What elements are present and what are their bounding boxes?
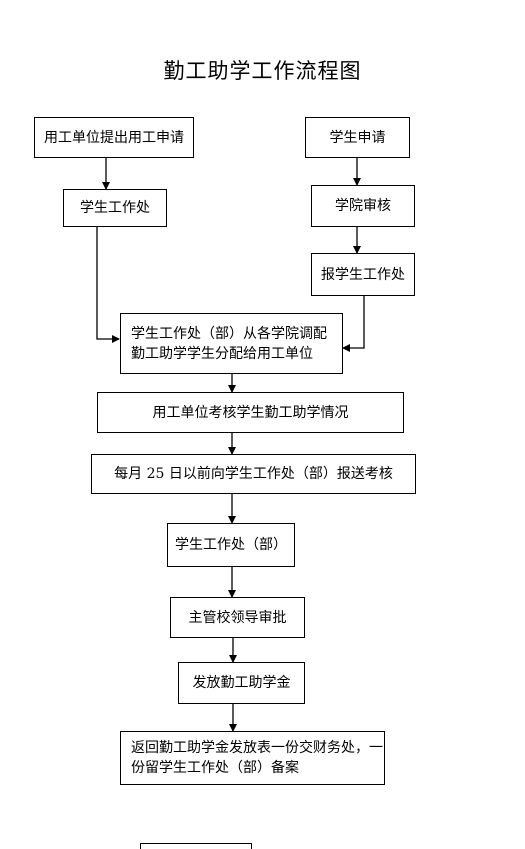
node-label-line1: 学生工作处（部）从各学院调配 bbox=[131, 325, 327, 342]
node-report-office: 报学生工作处 bbox=[311, 253, 415, 296]
node-monthly-report: 每月 25 日以前向学生工作处（部）报送考核 bbox=[91, 454, 416, 494]
node-student-office-2: 学生工作处（部） bbox=[167, 523, 295, 567]
diagram-title: 勤工助学工作流程图 bbox=[163, 59, 362, 83]
node-label: 每月 25 日以前向学生工作处（部）报送考核 bbox=[114, 466, 393, 482]
node-label: 发放勤工助学金 bbox=[192, 675, 291, 691]
node-issue-funds: 发放勤工助学金 bbox=[178, 662, 305, 704]
arrow-report-to-allocate bbox=[342, 296, 365, 352]
node-employer-assess: 用工单位考核学生勤工助学情况 bbox=[97, 392, 404, 433]
node-student-apply: 学生申请 bbox=[305, 117, 410, 158]
node-student-office-1: 学生工作处 bbox=[63, 189, 167, 227]
node-label: 学生工作处（部） bbox=[175, 537, 287, 553]
node-return-form: 返回勤工助学金发放表一份交财务处，一 份留学生工作处（部）备案 bbox=[120, 731, 385, 785]
page-footer-box-edge bbox=[140, 843, 252, 849]
node-leader-approve: 主管校领导审批 bbox=[170, 597, 305, 638]
node-label-line2: 勤工助学学生分配给用工单位 bbox=[131, 345, 313, 362]
node-label-line1: 返回勤工助学金发放表一份交财务处，一 bbox=[131, 740, 383, 756]
node-label: 学生申请 bbox=[329, 129, 386, 146]
node-label-line2: 份留学生工作处（部）备案 bbox=[131, 760, 299, 776]
arrow-office-to-allocate bbox=[96, 227, 120, 343]
node-label: 学院审核 bbox=[335, 198, 391, 214]
node-label: 报学生工作处 bbox=[321, 266, 405, 283]
node-label: 学生工作处 bbox=[80, 200, 150, 216]
node-label: 用工单位考核学生勤工助学情况 bbox=[152, 404, 349, 421]
node-allocate: 学生工作处（部）从各学院调配 勤工助学学生分配给用工单位 bbox=[120, 313, 343, 374]
node-employer-request: 用工单位提出用工申请 bbox=[34, 117, 194, 158]
node-label: 用工单位提出用工申请 bbox=[44, 129, 184, 146]
node-label: 主管校领导审批 bbox=[188, 609, 287, 626]
node-college-review: 学院审核 bbox=[311, 185, 415, 227]
